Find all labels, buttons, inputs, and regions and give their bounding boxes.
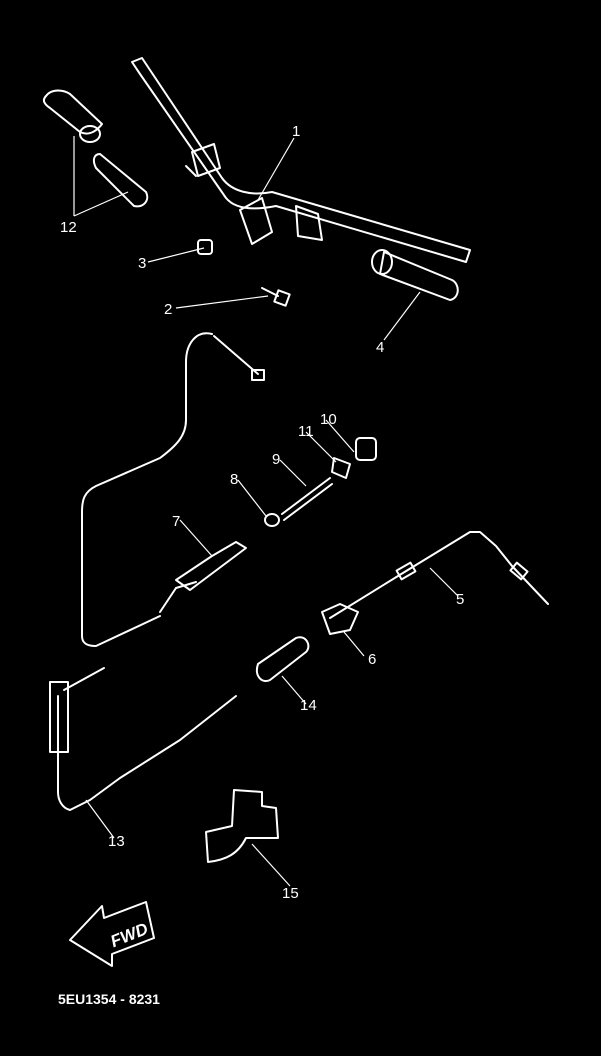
- lower-cable-part: [49, 667, 237, 811]
- callout-3: 3: [138, 255, 146, 272]
- forward-arrow-icon: FWD: [69, 901, 155, 967]
- callout-1: 1: [292, 123, 300, 140]
- callout-5: 5: [456, 591, 464, 608]
- callout-8: 8: [230, 471, 238, 488]
- callout-4: 4: [376, 339, 384, 356]
- clutch-cable-part: [329, 531, 549, 619]
- leader-lines: [73, 136, 459, 887]
- callout-10: 10: [320, 411, 337, 428]
- callout-7: 7: [172, 513, 180, 530]
- callout-13: 13: [108, 833, 125, 850]
- holder-part: [321, 603, 359, 635]
- callout-6: 6: [368, 651, 376, 668]
- callout-12: 12: [60, 219, 77, 236]
- callout-14: 14: [300, 697, 317, 714]
- callout-11: 11: [298, 423, 314, 440]
- nut-part: [197, 239, 213, 255]
- bolt-part: [261, 287, 291, 307]
- throttle-cable-part: [81, 332, 265, 647]
- grip-right-part: [371, 249, 459, 301]
- bracket-part: [205, 789, 279, 863]
- handlebar-part: [131, 57, 471, 263]
- grip-left-part: [42, 89, 149, 208]
- drawing-code: 5EU1354 - 8231: [58, 991, 160, 1007]
- callout-15: 15: [282, 885, 299, 902]
- callout-9: 9: [272, 451, 280, 468]
- callout-2: 2: [164, 301, 172, 318]
- sleeve-part: [256, 636, 310, 682]
